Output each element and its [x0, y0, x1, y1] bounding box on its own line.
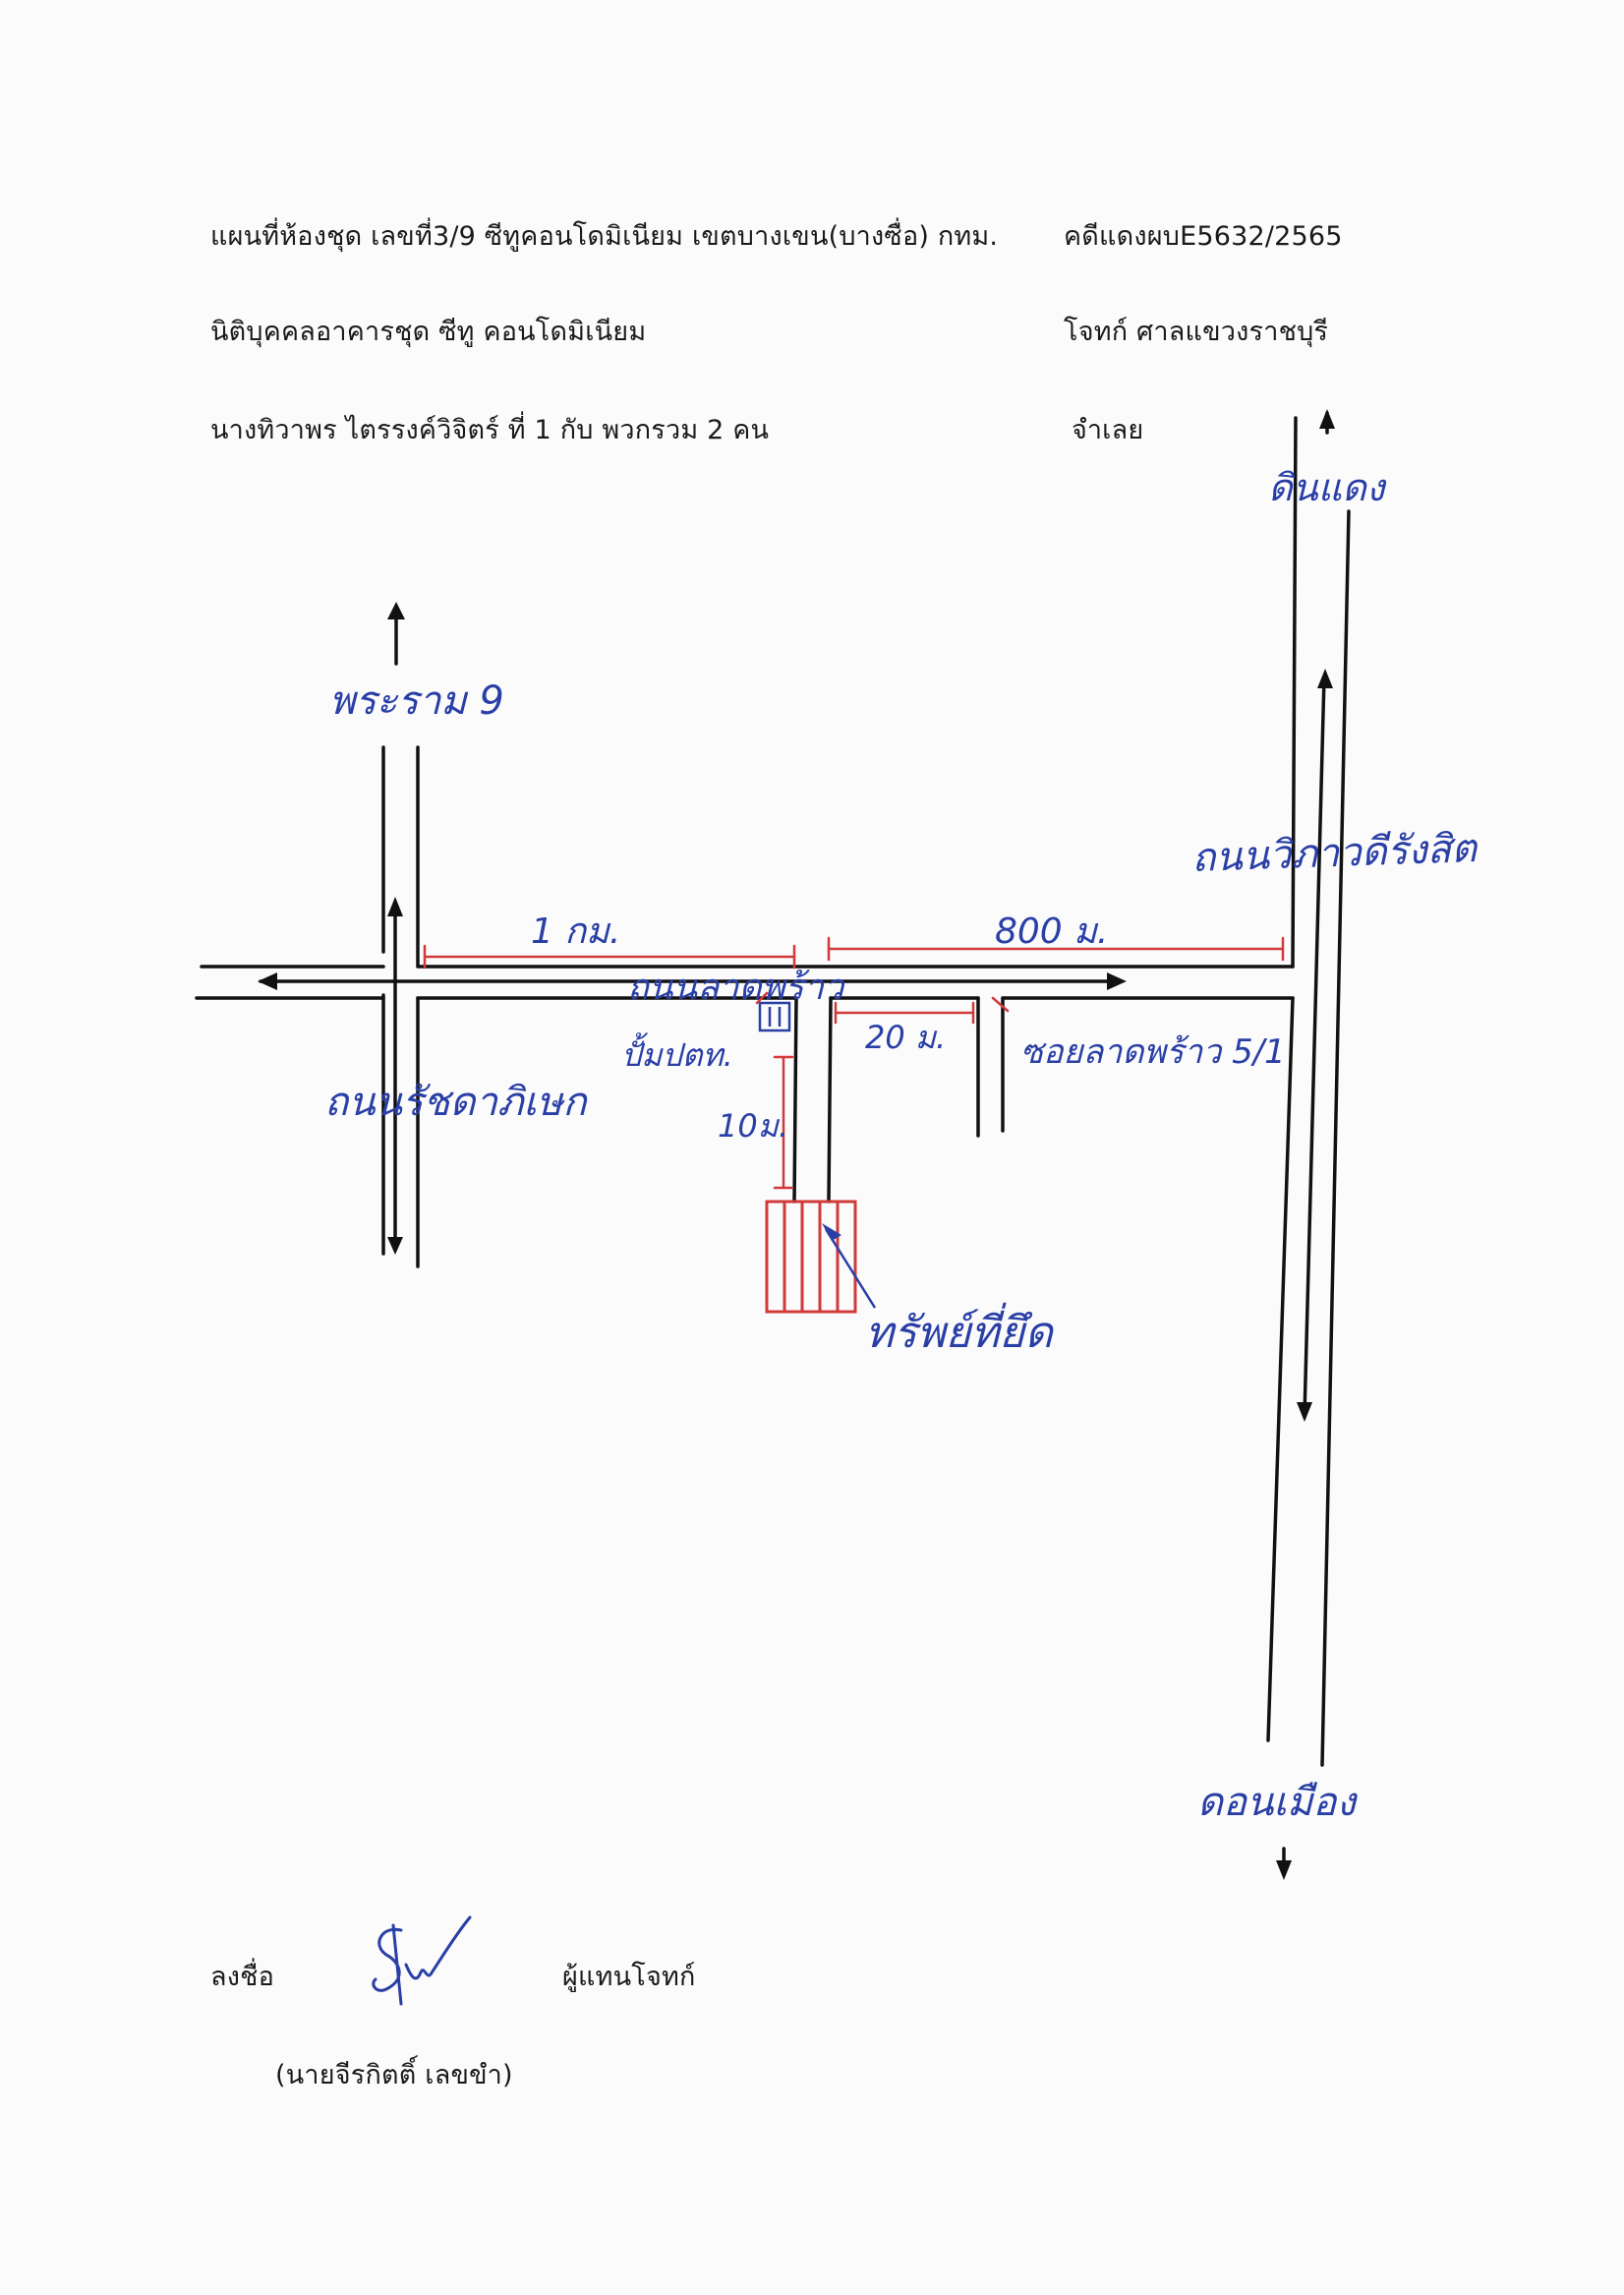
label-dist-20m: 20 ม. — [865, 1019, 947, 1056]
label-property: ทรัพย์ที่ยึด — [865, 1308, 1053, 1358]
label-dindaeng: ดินแดง — [1268, 466, 1385, 509]
label-dist-800m: 800 ม. — [995, 912, 1109, 952]
label-ptt: ปั้มปตท. — [621, 1036, 733, 1074]
label-rama9: พระราม 9 — [329, 678, 504, 724]
seized-property-block — [765, 1200, 857, 1314]
ptt-station-box — [758, 1001, 791, 1032]
label-soi: ซอยลาดพร้าว 5/1 — [1020, 1032, 1286, 1072]
label-ratchada: ถนนรัชดาภิเษก — [324, 1080, 587, 1125]
case-number: คดีแดงผบE5632/2565 — [1064, 221, 1343, 252]
plaintiff-court: โจทก์ ศาลแขวงราชบุรี — [1064, 317, 1329, 347]
sign-label: ลงชื่อ — [210, 1962, 275, 1992]
header-title: แผนที่ห้องชุด เลขที่3/9 ซีทูคอนโดมิเนียม… — [210, 221, 999, 252]
signer-role: ผู้แทนโจทก์ — [562, 1962, 696, 1992]
label-donmueang: ดอนเมือง — [1197, 1780, 1356, 1825]
label-vibhavadi: ถนนวิภาวดีรังสิต — [1190, 825, 1478, 882]
defendant-name: นางทิวาพร ไตรรงค์วิจิตร์ ที่ 1 กับ พวกรว… — [210, 415, 770, 445]
label-dist-1km: 1 กม. — [531, 912, 621, 952]
signature-image — [372, 1915, 472, 2006]
plaintiff-name: นิติบุคคลอาคารชุด ซีทู คอนโดมิเนียม — [210, 317, 647, 347]
label-dist-10m: 10ม. — [718, 1107, 788, 1145]
defendant-label: จำเลย — [1072, 415, 1144, 445]
signer-name: (นายจีรกิตติ์ เลขขำ) — [275, 2060, 513, 2090]
label-latphrao: ถนนลาดพร้าว — [627, 968, 844, 1008]
